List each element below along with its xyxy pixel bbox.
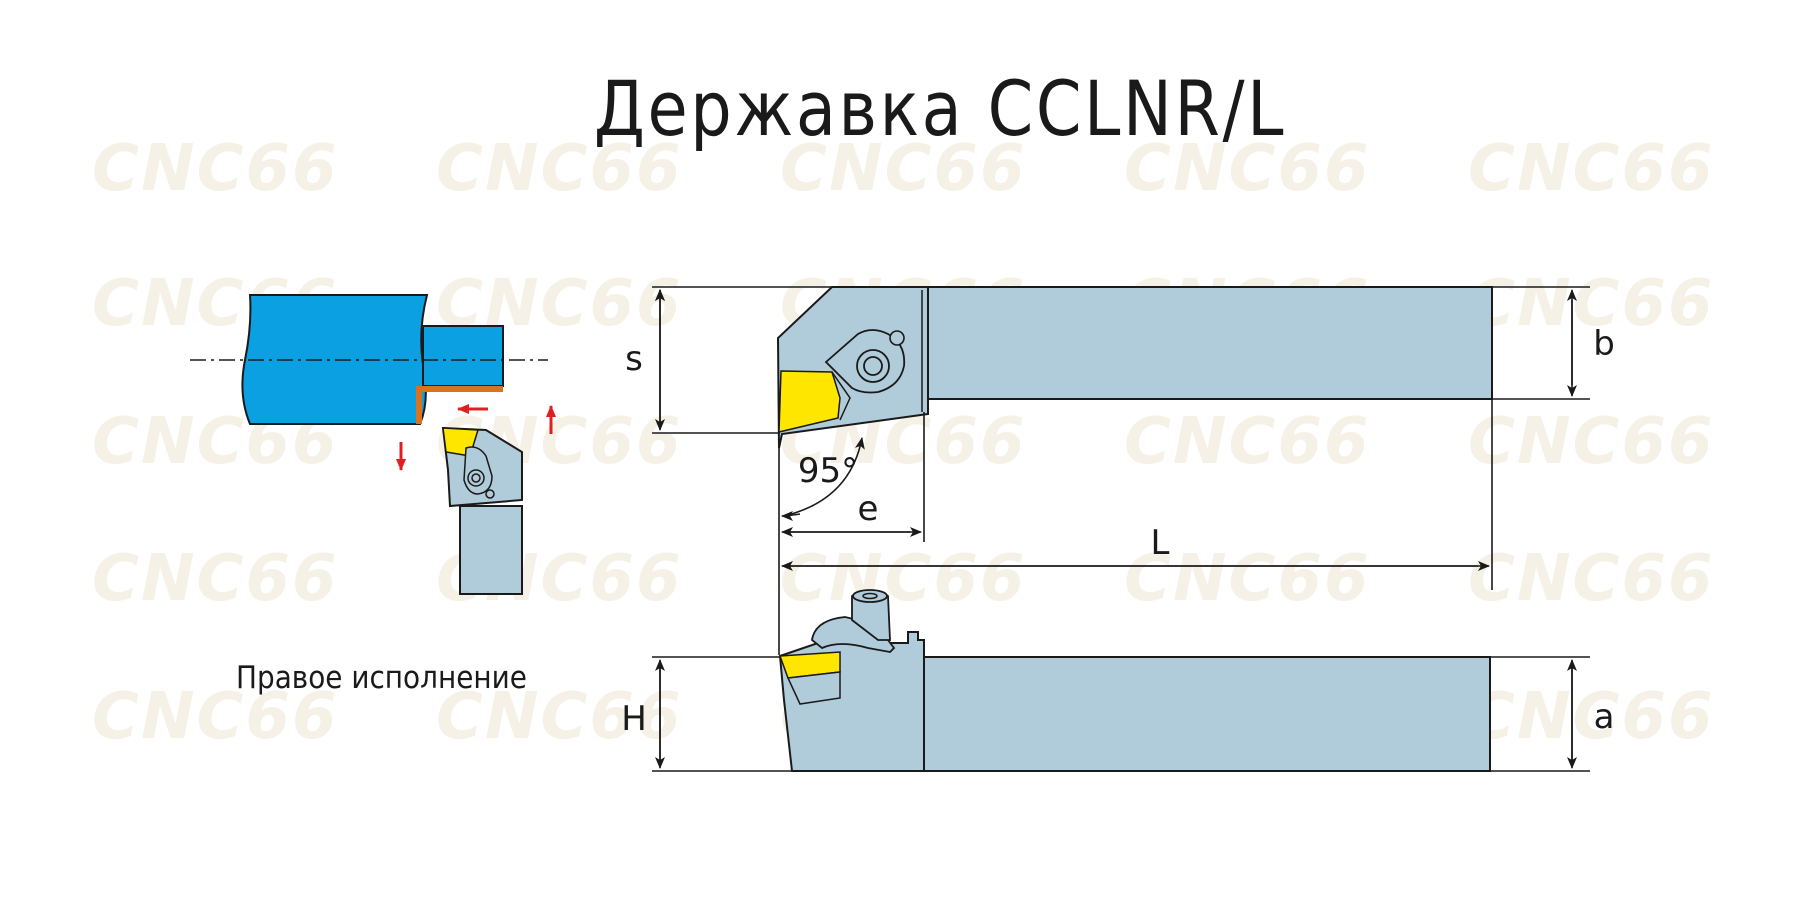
machining-illustration: [190, 294, 556, 595]
tool-top-view: [776, 286, 1493, 449]
side-screw-head-icon: [852, 589, 888, 603]
tool-side-view: [778, 589, 1491, 772]
small-holder-shank: [459, 505, 523, 595]
watermark-text: CNC66: [780, 132, 1027, 206]
side-seat: [786, 671, 841, 705]
page-title: Державка CCLNR/L: [593, 64, 1287, 153]
dim-label-e: e: [858, 489, 879, 529]
small-clamp-screw-icon: [467, 469, 485, 487]
pin-icon: [889, 330, 905, 346]
dim-label-a: a: [1594, 697, 1615, 737]
watermark-text: CNC66: [92, 680, 339, 754]
angle-label: 95°: [798, 451, 858, 491]
watermark-text: CNC66: [1124, 405, 1371, 479]
clamp-screw-icon: [856, 349, 890, 383]
watermark-text: CNC66: [436, 132, 683, 206]
watermark-text: CNC66: [1468, 405, 1715, 479]
small-clamp-screw-icon: [471, 473, 481, 483]
dim-label-h: H: [621, 699, 647, 739]
watermark-text: CNC66: [1468, 267, 1715, 341]
right-hand-caption: Правое исполнение: [236, 660, 527, 696]
workpiece-body: [241, 294, 429, 425]
watermark-text: CNC66: [1124, 132, 1371, 206]
watermark-text: CNC66: [1468, 132, 1715, 206]
dim-label-b: b: [1593, 324, 1615, 364]
chip-layer: [416, 386, 503, 424]
dimension-lines: [652, 286, 1590, 772]
side-shank: [923, 656, 1491, 772]
clamp-screw-icon: [863, 356, 883, 376]
watermark-text: CNC66: [1468, 680, 1715, 754]
top-insert-pocket: [831, 371, 851, 421]
top-shank: [927, 286, 1493, 400]
watermark-text: CNC66: [1124, 542, 1371, 616]
top-insert: [778, 370, 841, 433]
watermark-text: CNC66: [1468, 542, 1715, 616]
dim-label-l: L: [1151, 523, 1170, 563]
watermark-text: CNC66: [436, 680, 683, 754]
watermark-text: CNC66: [92, 132, 339, 206]
small-pin-icon: [485, 489, 495, 499]
watermark-text: CNC66: [780, 542, 1027, 616]
watermark-text: CNC66: [92, 542, 339, 616]
dim-label-s: s: [625, 339, 643, 379]
side-screw-socket-icon: [862, 592, 878, 600]
angle-arc: [783, 437, 865, 517]
workpiece-step: [422, 325, 504, 387]
